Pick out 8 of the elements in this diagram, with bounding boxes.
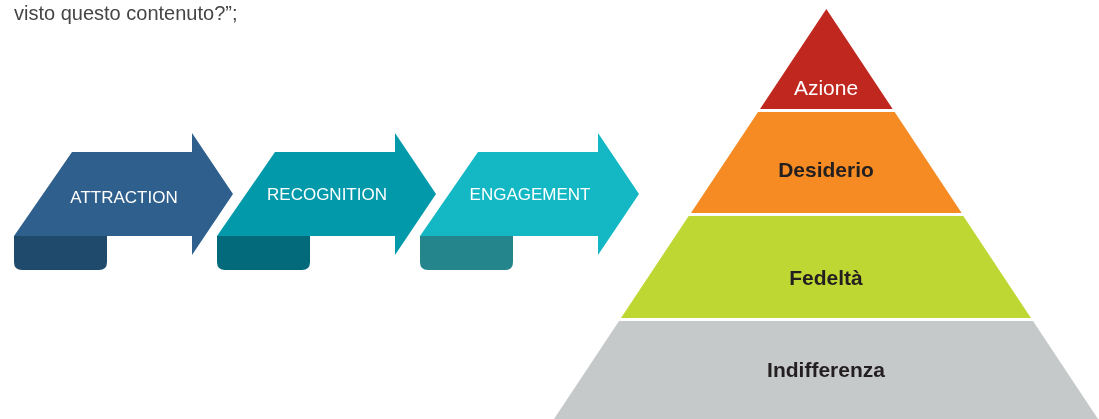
stage-label: Desiderio (778, 158, 874, 182)
stage-label: RECOGNITION (267, 185, 387, 205)
stage-label: ENGAGEMENT (469, 185, 591, 205)
stage-label: Indifferenza (767, 358, 885, 382)
stage-label: Azione (793, 76, 859, 100)
body-text: visto questo contenuto?”; (14, 2, 238, 25)
stage-label: Fedeltà (789, 266, 863, 290)
stage-label: ATTRACTION (70, 188, 178, 208)
